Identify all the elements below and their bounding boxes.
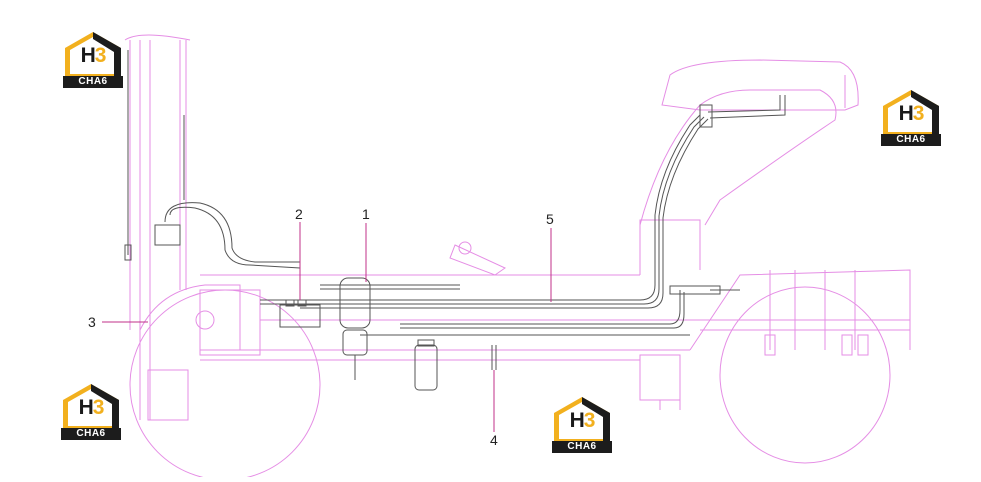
watermark-logo: H3 CHA6 [62, 30, 124, 88]
watermark-logo: H3 CHA6 [880, 88, 942, 146]
logo-brand: H3 [78, 396, 105, 419]
logo-house-icon [554, 397, 610, 441]
logo-subtitle: CHA6 [61, 428, 121, 440]
callout-5: 5 [546, 211, 554, 227]
callout-2: 2 [295, 206, 303, 222]
leader-lines [102, 222, 552, 432]
logo-subtitle: CHA6 [63, 76, 123, 88]
logo-house-icon [65, 32, 121, 76]
callout-3: 3 [88, 314, 96, 330]
logo-brand: H3 [80, 44, 107, 67]
logo-house-icon [883, 90, 939, 134]
watermark-logo: H3 CHA6 [551, 395, 613, 453]
logo-brand: H3 [569, 409, 596, 432]
hydraulic-lines [124, 50, 786, 391]
callout-4: 4 [490, 432, 498, 448]
logo-subtitle: CHA6 [552, 441, 612, 453]
watermark-logo: H3 CHA6 [60, 382, 122, 440]
logo-house-icon [63, 384, 119, 428]
logo-subtitle: CHA6 [881, 134, 941, 146]
logo-brand: H3 [898, 102, 925, 125]
chassis-outline [124, 34, 911, 481]
callout-1: 1 [362, 206, 370, 222]
